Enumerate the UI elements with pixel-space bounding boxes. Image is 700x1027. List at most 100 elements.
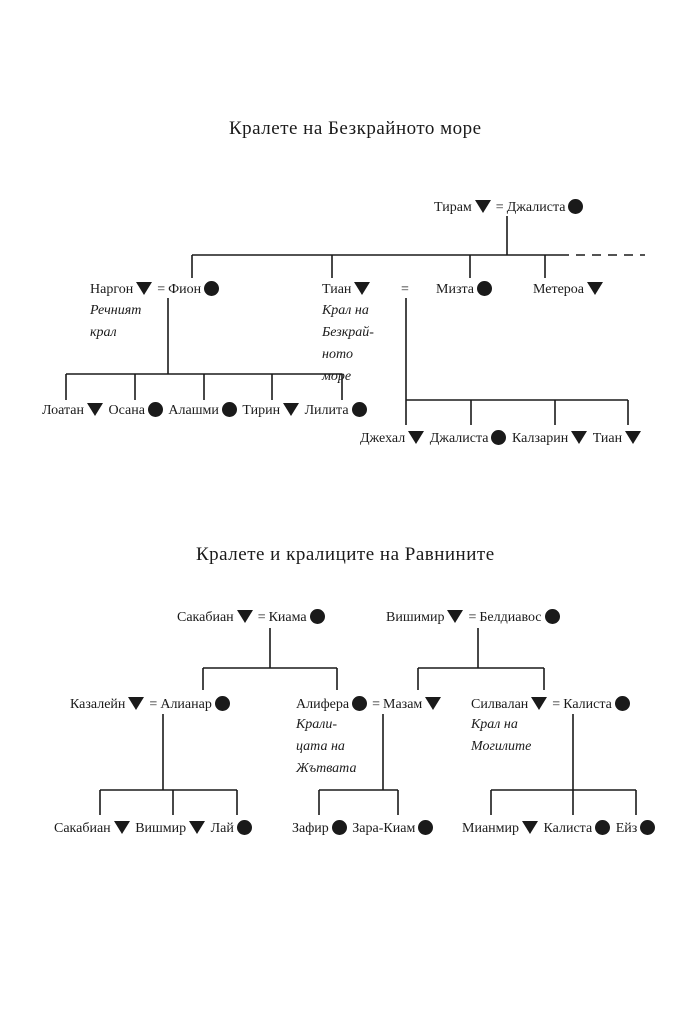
person-name: Ейз <box>615 821 638 836</box>
filled-circle-icon <box>476 281 492 297</box>
note-line: Речният <box>90 303 142 318</box>
filled-circle-icon <box>595 820 611 836</box>
triangle-down-icon <box>425 697 442 711</box>
note-alifera-title: Крали- цата на Жътвата <box>296 714 356 780</box>
note-silvalan-title: Крал на Могилите <box>471 714 531 758</box>
person-name: Калиста <box>543 821 593 836</box>
note-line: Крал на <box>322 303 369 318</box>
triangle-down-icon <box>474 200 491 214</box>
filled-circle-icon <box>309 609 325 625</box>
triangle-down-icon <box>189 821 206 835</box>
person-meteroa: Метероа <box>533 281 605 299</box>
couple-vishimir-beldiavos: Вишимир=Белдиавос <box>386 609 562 627</box>
person-name: Белдиавос <box>479 610 542 625</box>
marriage-sign: = <box>495 200 504 215</box>
triangle-down-icon <box>522 821 538 835</box>
filled-circle-icon <box>418 820 434 836</box>
person-name: Сакабиан <box>54 821 111 836</box>
marriage-sign: = <box>401 282 409 297</box>
person-name: Зафир <box>292 821 329 836</box>
children-silvalan-kalista: Мианмир Калиста Ейз <box>462 820 657 838</box>
triangle-down-icon <box>87 403 103 417</box>
note-line: Могилите <box>471 739 532 754</box>
couple-kazaleyn-alianar: Казалейн=Алианар <box>70 696 232 714</box>
triangle-down-icon <box>354 282 371 296</box>
filled-circle-icon <box>614 696 630 712</box>
triangle-down-icon <box>128 697 145 711</box>
note-tian-title: Крал на Безкрай- ното море <box>322 300 374 388</box>
person-name: Тирин <box>242 403 281 418</box>
person-tian: Тиан <box>322 281 372 299</box>
triangle-down-icon <box>531 697 548 711</box>
note-line: крал <box>90 325 117 340</box>
section-title-plains: Кралете и кралиците на Равнините <box>196 544 495 565</box>
filled-circle-icon <box>568 199 584 215</box>
person-name: Тиан <box>592 431 623 446</box>
couple-alifera-mazam: Алифера=Мазам <box>296 696 443 714</box>
person-name: Джалиста <box>429 431 489 446</box>
section-title-endless-sea: Кралете на Безкрайното море <box>229 118 482 139</box>
person-name: Алашми <box>168 403 219 418</box>
note-line: Крали- <box>296 717 338 732</box>
person-name: Осана <box>108 403 145 418</box>
person-name: Киама <box>268 610 307 625</box>
person-name: Зара-Киам <box>352 821 416 836</box>
note-line: Крал на <box>471 717 518 732</box>
person-name: Калзарин <box>511 431 569 446</box>
person-name: Казалейн <box>70 697 126 712</box>
note-line: ното <box>322 347 354 362</box>
person-name: Тирам <box>434 200 472 215</box>
filled-circle-icon <box>544 609 560 625</box>
couple-nargon-fion: Наргон=Фион <box>90 281 221 299</box>
marriage-sign: = <box>468 610 477 625</box>
person-name: Силвалан <box>471 697 529 712</box>
couple-tiram-dzhalista: Тирам =Джалиста <box>434 199 585 217</box>
triangle-down-icon <box>236 610 253 624</box>
note-line: море <box>322 369 352 384</box>
note-line: Безкрай- <box>322 325 374 340</box>
marriage-sign: = <box>257 610 266 625</box>
filled-circle-icon <box>491 430 507 446</box>
filled-circle-icon <box>204 281 220 297</box>
filled-circle-icon <box>214 696 230 712</box>
filled-circle-icon <box>351 402 367 418</box>
filled-circle-icon <box>147 402 163 418</box>
note-nargon-title: Речният крал <box>90 300 141 344</box>
person-name: Вишмир <box>135 821 187 836</box>
children-alifera-mazam: Зафир Зара-Киам <box>292 820 435 838</box>
person-name: Калиста <box>563 697 612 712</box>
person-name: Фион <box>168 282 202 297</box>
person-name: Алифера <box>296 697 350 712</box>
person-name: Сакабиан <box>177 610 234 625</box>
marriage-sign: = <box>157 282 166 297</box>
triangle-down-icon <box>571 431 588 445</box>
marriage-sign: = <box>552 697 561 712</box>
filled-circle-icon <box>352 696 368 712</box>
triangle-down-icon <box>408 431 425 445</box>
person-mizta: Мизта <box>436 281 494 299</box>
children-kazaleyn-alianar: Сакабиан Вишмир Лай <box>54 820 254 838</box>
note-line: цата на <box>296 739 345 754</box>
person-name: Тиан <box>322 282 352 297</box>
filled-circle-icon <box>221 402 237 418</box>
person-name: Алианар <box>160 697 212 712</box>
person-name: Джалиста <box>506 200 566 215</box>
couple-silvalan-kalista: Силвалан =Калиста <box>471 696 632 714</box>
triangle-down-icon <box>113 821 130 835</box>
person-name: Лилита <box>304 403 349 418</box>
filled-circle-icon <box>640 820 656 836</box>
triangle-down-icon <box>283 403 300 417</box>
person-name: Мазам <box>383 697 423 712</box>
triangle-down-icon <box>587 282 604 296</box>
person-name: Лоатан <box>42 403 84 418</box>
children-tian: Джехал Джалиста Калзарин Тиан <box>360 430 643 448</box>
triangle-down-icon <box>447 610 464 624</box>
note-line: Жътвата <box>296 761 357 776</box>
triangle-down-icon <box>136 282 153 296</box>
filled-circle-icon <box>236 820 252 836</box>
filled-circle-icon <box>331 820 347 836</box>
person-name: Мианмир <box>462 821 519 836</box>
person-name: Метероа <box>533 282 585 297</box>
children-nargon-fion: Лоатан Осана Алашми Тирин Лилита <box>42 402 369 420</box>
